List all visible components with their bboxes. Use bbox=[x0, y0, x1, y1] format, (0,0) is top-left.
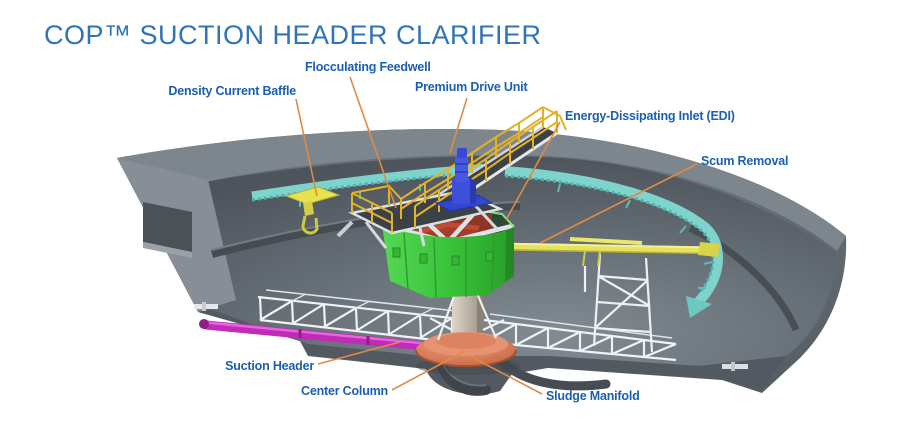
leader-flocculating-feedwell bbox=[349, 76, 397, 209]
label-center-column: Center Column bbox=[301, 384, 388, 398]
scum-support-tower bbox=[583, 253, 654, 353]
wall-pipe-stub-right bbox=[722, 362, 748, 371]
label-scum-removal: Scum Removal bbox=[701, 154, 789, 168]
scum-removal-arm bbox=[491, 237, 720, 353]
leader-sludge-manifold bbox=[467, 354, 543, 395]
leader-suction-header bbox=[317, 341, 401, 365]
sludge-manifold bbox=[415, 332, 520, 375]
access-bridge bbox=[336, 106, 567, 249]
page-title: COP™ SUCTION HEADER CLARIFIER bbox=[44, 20, 542, 50]
floor-truss bbox=[257, 289, 677, 362]
label-sludge-manifold: Sludge Manifold bbox=[546, 389, 640, 403]
premium-drive-unit bbox=[434, 148, 494, 212]
label-density-current-baffle: Density Current Baffle bbox=[168, 84, 296, 98]
baffle-support-bracket bbox=[284, 186, 341, 235]
wall-pipe-stub-left bbox=[194, 302, 218, 311]
leader-lines bbox=[295, 76, 698, 395]
leader-scum-removal bbox=[539, 163, 698, 244]
label-suction-header: Suction Header bbox=[225, 359, 314, 373]
label-flocculating-feedwell: Flocculating Feedwell bbox=[305, 60, 431, 74]
leader-center-column bbox=[391, 350, 466, 391]
label-energy-dissipating-inlet: Energy-Dissipating Inlet (EDI) bbox=[565, 109, 735, 123]
leader-premium-drive-unit bbox=[449, 97, 468, 154]
label-premium-drive-unit: Premium Drive Unit bbox=[415, 80, 528, 94]
leader-density-current-baffle bbox=[295, 98, 318, 197]
leader-energy-dissipating-inlet bbox=[505, 121, 561, 221]
